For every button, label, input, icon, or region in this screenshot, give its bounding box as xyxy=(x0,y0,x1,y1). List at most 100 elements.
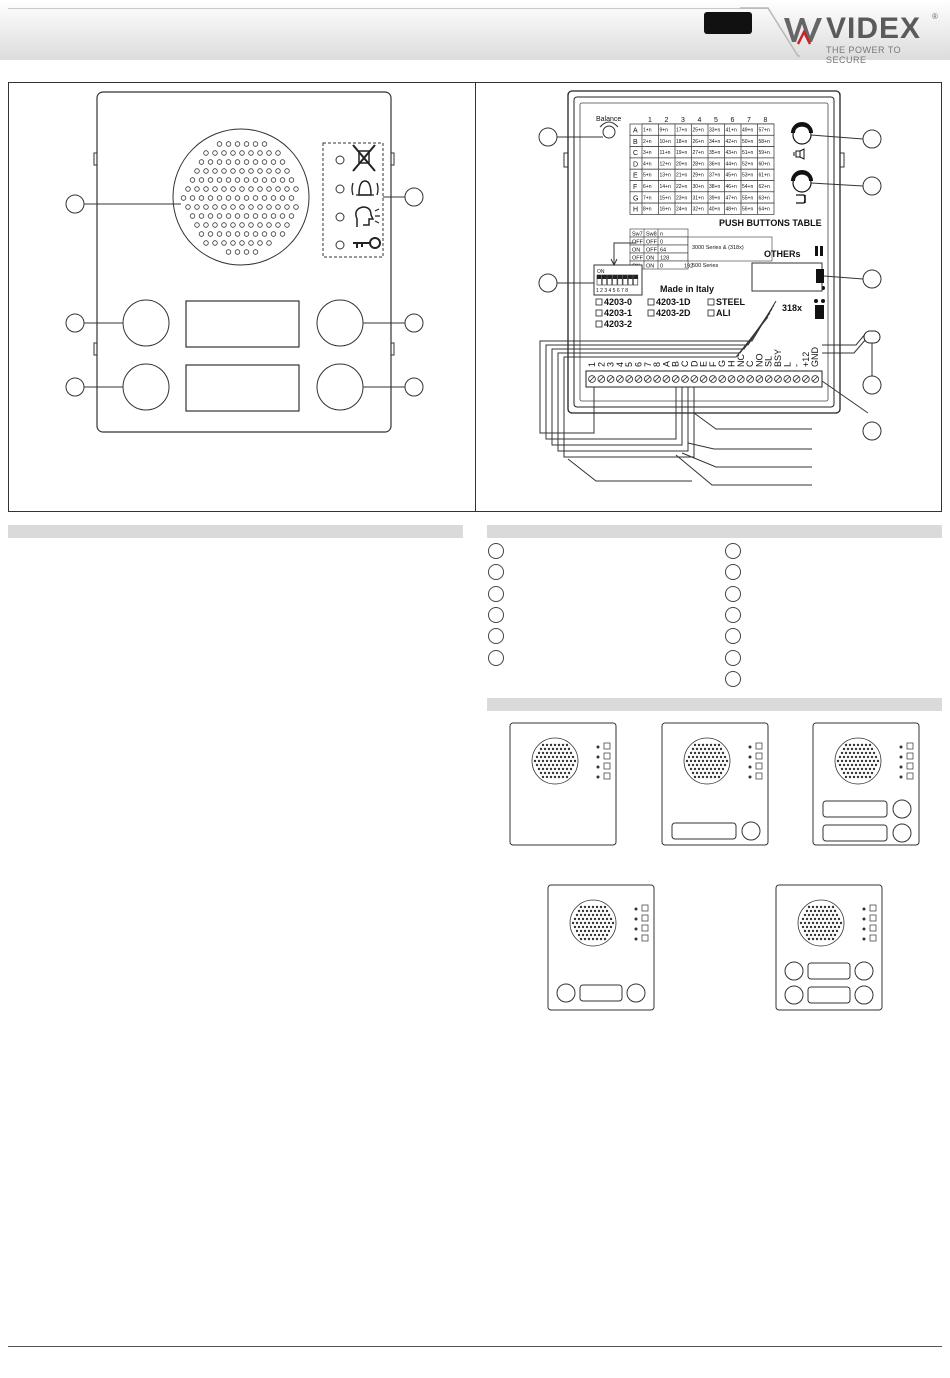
terminal-label: D xyxy=(689,360,699,367)
speaker-hole xyxy=(203,240,209,246)
table-cell: 21+n xyxy=(676,173,687,179)
callout-circles xyxy=(538,127,882,441)
table-cell: 63+n xyxy=(759,195,770,201)
speaker-hole xyxy=(261,141,268,147)
footer-rule xyxy=(8,1346,942,1347)
table-cell: 4+n xyxy=(643,161,652,167)
page-tab xyxy=(704,12,752,34)
speaking-head-icon xyxy=(355,206,380,227)
terminal-label: C xyxy=(745,360,755,367)
table-row-header: H xyxy=(633,207,638,214)
table-cell: 13+n xyxy=(660,173,671,179)
terminal-label: GND xyxy=(810,347,820,368)
speaker-hole xyxy=(243,159,250,165)
table-cell: 43+n xyxy=(726,150,737,156)
legend-number-circle xyxy=(725,649,741,666)
table-cell: 37+n xyxy=(709,173,720,179)
speaker-hole xyxy=(266,240,272,246)
model-option: 4203-1 xyxy=(604,308,632,318)
table-col-header: 4 xyxy=(698,117,702,124)
table-cell: 3+n xyxy=(643,150,652,156)
terminal-label: H xyxy=(727,361,737,368)
speaker-hole xyxy=(234,195,241,201)
speaker-hole xyxy=(207,195,214,201)
speaker-hole xyxy=(243,195,250,201)
legend-number-circle xyxy=(488,606,504,623)
switch-cell: OFF xyxy=(632,255,644,261)
speaker-hole xyxy=(248,150,254,156)
speaker-hole xyxy=(257,150,263,156)
speaker-hole xyxy=(275,222,281,228)
speaker-hole xyxy=(239,222,245,228)
switch-cell: 0 xyxy=(660,263,663,269)
speaker-hole xyxy=(252,141,259,147)
table-cell: 50+n xyxy=(742,139,753,145)
registered-mark: ® xyxy=(932,12,938,21)
speaker-hole xyxy=(270,213,277,219)
switch-cell: 0 xyxy=(660,239,663,245)
speaker-hole xyxy=(266,222,272,228)
table-row-header: C xyxy=(633,150,638,157)
table-cell: 29+n xyxy=(693,173,704,179)
speaker-hole xyxy=(270,195,277,201)
speaker-hole xyxy=(257,222,263,228)
indicator-box xyxy=(322,142,384,258)
table-cell: 32+n xyxy=(693,207,704,213)
speaker-hole xyxy=(288,213,295,219)
right-section-bar xyxy=(487,525,942,538)
speaker-hole xyxy=(230,240,236,246)
table-cell: 2+n xyxy=(643,139,652,145)
speaker-hole xyxy=(216,213,223,219)
speaker-hole xyxy=(212,150,218,156)
table-cell: 33+n xyxy=(709,128,720,134)
table-cell: 15+n xyxy=(660,195,671,201)
table-col-header: 6 xyxy=(731,117,735,124)
table-col-header: 1 xyxy=(648,117,652,124)
terminal-label: 2 xyxy=(596,362,606,367)
speaker-hole xyxy=(261,231,268,237)
speaker-hole xyxy=(279,159,286,165)
speaker-hole xyxy=(275,168,281,174)
table-cell: 59+n xyxy=(759,150,770,156)
switch-cell: OFF xyxy=(632,239,644,245)
speaker-hole xyxy=(216,195,223,201)
header-rule xyxy=(8,8,768,9)
speaker-hole xyxy=(288,177,295,183)
speaker-hole xyxy=(221,150,227,156)
table-cell: 61+n xyxy=(759,173,770,179)
terminal-label: - xyxy=(792,364,802,367)
jumper-block xyxy=(751,262,823,292)
speaker-hole xyxy=(221,240,227,246)
terminal-label: 6 xyxy=(634,362,644,367)
terminal-label: +12 xyxy=(801,352,811,367)
speaker-hole xyxy=(189,213,196,219)
switch-cell: ON xyxy=(646,263,654,269)
terminal-label: 4 xyxy=(615,362,625,367)
speaker-hole xyxy=(284,186,290,192)
model-option: STEEL xyxy=(716,297,746,307)
push-button-4 xyxy=(316,363,364,411)
speaker-hole xyxy=(257,186,263,192)
speaker-hole xyxy=(212,240,218,246)
speaker-hole xyxy=(288,195,295,201)
switch-cell: Sw7 xyxy=(632,231,643,237)
table-cell: 55+n xyxy=(742,195,753,201)
table-cell: 19+n xyxy=(676,150,687,156)
speaker-hole xyxy=(203,222,209,228)
table-cell: 58+n xyxy=(759,139,770,145)
table-cell: 46+n xyxy=(726,184,737,190)
switch-cell: OFF xyxy=(646,239,658,245)
speaker-hole xyxy=(234,249,241,255)
speaker-hole xyxy=(198,195,205,201)
speaker-hole xyxy=(248,186,254,192)
series-b-label: 500 Series xyxy=(692,263,719,269)
switch-cell: ON xyxy=(646,255,654,261)
table-cell: 23+n xyxy=(676,195,687,201)
table-cell: 25+n xyxy=(693,128,704,134)
switch-cell: 64 xyxy=(660,247,666,253)
table-cell: 40+n xyxy=(709,207,720,213)
legend-number-circle xyxy=(725,585,741,602)
speaker-hole xyxy=(279,231,286,237)
